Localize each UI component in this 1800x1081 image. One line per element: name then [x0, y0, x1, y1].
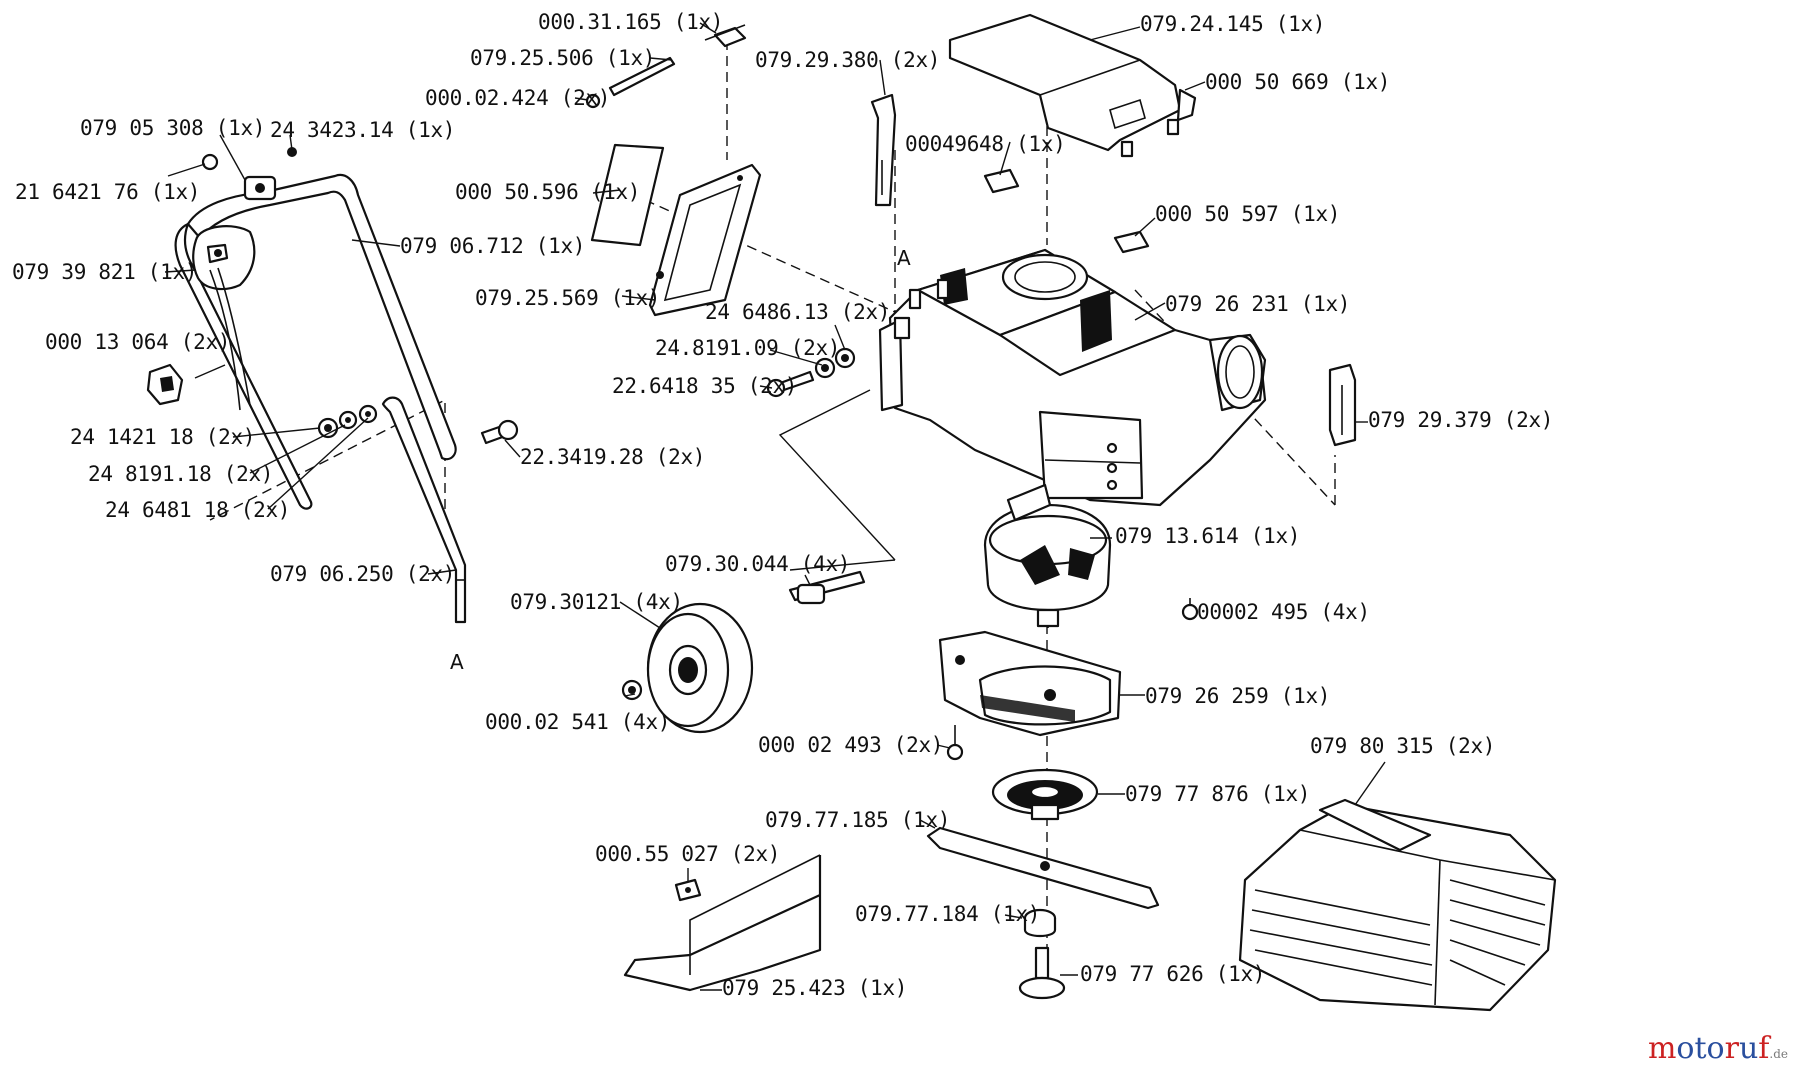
mower-housing: [878, 248, 1267, 507]
part-label: 000 13 064 (2x): [45, 330, 231, 354]
part-label: 079 06.712 (1x): [400, 234, 586, 258]
part-label: 24 8191.18 (2x): [88, 462, 274, 486]
connection-marker-a-handle: A: [450, 650, 464, 674]
handle-switch: [192, 175, 277, 411]
rating-label-plates: [983, 168, 1150, 254]
part-label: 079 06.250 (2x): [270, 562, 456, 586]
watermark-letter: o: [1676, 1031, 1695, 1066]
watermark-letter: u: [1738, 1031, 1759, 1066]
watermark-letter: t: [1694, 1031, 1707, 1066]
part-label: 079.30.044 (4x): [665, 552, 851, 576]
watermark-tld: .de: [1769, 1047, 1788, 1061]
part-label: 079 77 626 (1x): [1080, 962, 1266, 986]
fan-housing: [938, 630, 1122, 737]
wheel: [646, 602, 754, 734]
blade-bolt: [1018, 946, 1066, 1000]
part-label: 079.29.380 (2x): [755, 48, 941, 72]
cable-clip: [146, 363, 184, 406]
connection-marker-a-deck: A: [897, 246, 911, 270]
part-label: 00049648 (1x): [905, 132, 1066, 156]
part-label: 079 26 259 (1x): [1145, 684, 1331, 708]
grass-catcher-box: [1238, 798, 1557, 1012]
part-label: 079 13.614 (1x): [1115, 524, 1301, 548]
part-label: 079 05 308 (1x): [80, 116, 266, 140]
catcher-mesh: [1249, 879, 1546, 986]
part-label: 079.30121 (4x): [510, 590, 683, 614]
part-label: 000.02.424 (2x): [425, 86, 611, 110]
adjust-levers: [870, 93, 1357, 447]
part-label: 000.31.165 (1x): [538, 10, 724, 34]
handle-hardware: [201, 147, 519, 445]
motor-screws: [946, 598, 1199, 761]
part-label: 079.24.145 (1x): [1140, 12, 1326, 36]
part-label: 24 3423.14 (1x): [270, 118, 456, 142]
part-label: 24 6481 18 (2x): [105, 498, 291, 522]
part-label: 24.8191.09 (2x): [655, 336, 841, 360]
part-label: 22.6418 35 (2x): [612, 374, 798, 398]
part-label: 079 29.379 (2x): [1368, 408, 1554, 432]
watermark-logo: motoruf.de: [1648, 1032, 1788, 1071]
part-label: 079.25.569 (1x): [475, 286, 661, 310]
axle-hardware: [766, 347, 856, 398]
part-label: 079 77 876 (1x): [1125, 782, 1311, 806]
part-label: 21 6421 76 (1x): [15, 180, 201, 204]
part-label: 000 50 669 (1x): [1205, 70, 1391, 94]
handle-pin-parts: [585, 24, 747, 109]
part-label: 079.25.506 (1x): [470, 46, 656, 70]
watermark-letter: f: [1758, 1031, 1770, 1066]
part-label: 079 39 821 (1x): [12, 260, 198, 284]
part-label: 000 50.596 (1x): [455, 180, 641, 204]
watermark-letter: o: [1706, 1031, 1725, 1066]
part-label: 079.77.184 (1x): [855, 902, 1041, 926]
part-label: 24 1421 18 (2x): [70, 425, 256, 449]
electric-motor: [983, 483, 1112, 628]
watermark-letter: m: [1647, 1031, 1677, 1066]
part-label: 079 80 315 (2x): [1310, 734, 1496, 758]
part-label: 000.02 541 (4x): [485, 710, 671, 734]
watermark-letter: r: [1724, 1031, 1739, 1066]
fan-impeller: [991, 768, 1099, 821]
part-label: 079 25.423 (1x): [722, 976, 908, 1000]
part-label: 079.77.185 (1x): [765, 808, 951, 832]
part-label: 24 6486.13 (2x): [705, 300, 891, 324]
blade-hub: [1023, 908, 1057, 938]
motor-cover: [948, 13, 1197, 158]
wheel-axle: [621, 570, 866, 701]
part-label: 00002 495 (4x): [1197, 600, 1370, 624]
part-label: 000 02 493 (2x): [758, 733, 944, 757]
grass-bag-frame: [623, 854, 822, 992]
label-leader-lines: [164, 22, 1386, 991]
lower-handle: [381, 396, 467, 624]
part-label: 000.55 027 (2x): [595, 842, 781, 866]
part-label: 079 26 231 (1x): [1165, 292, 1351, 316]
watermark-brand: motoruf: [1648, 1031, 1769, 1066]
flap-plate: [590, 143, 762, 317]
part-label: 22.3419.28 (2x): [520, 445, 706, 469]
cutting-blade: [926, 826, 1160, 910]
part-label: 000 50 597 (1x): [1155, 202, 1341, 226]
